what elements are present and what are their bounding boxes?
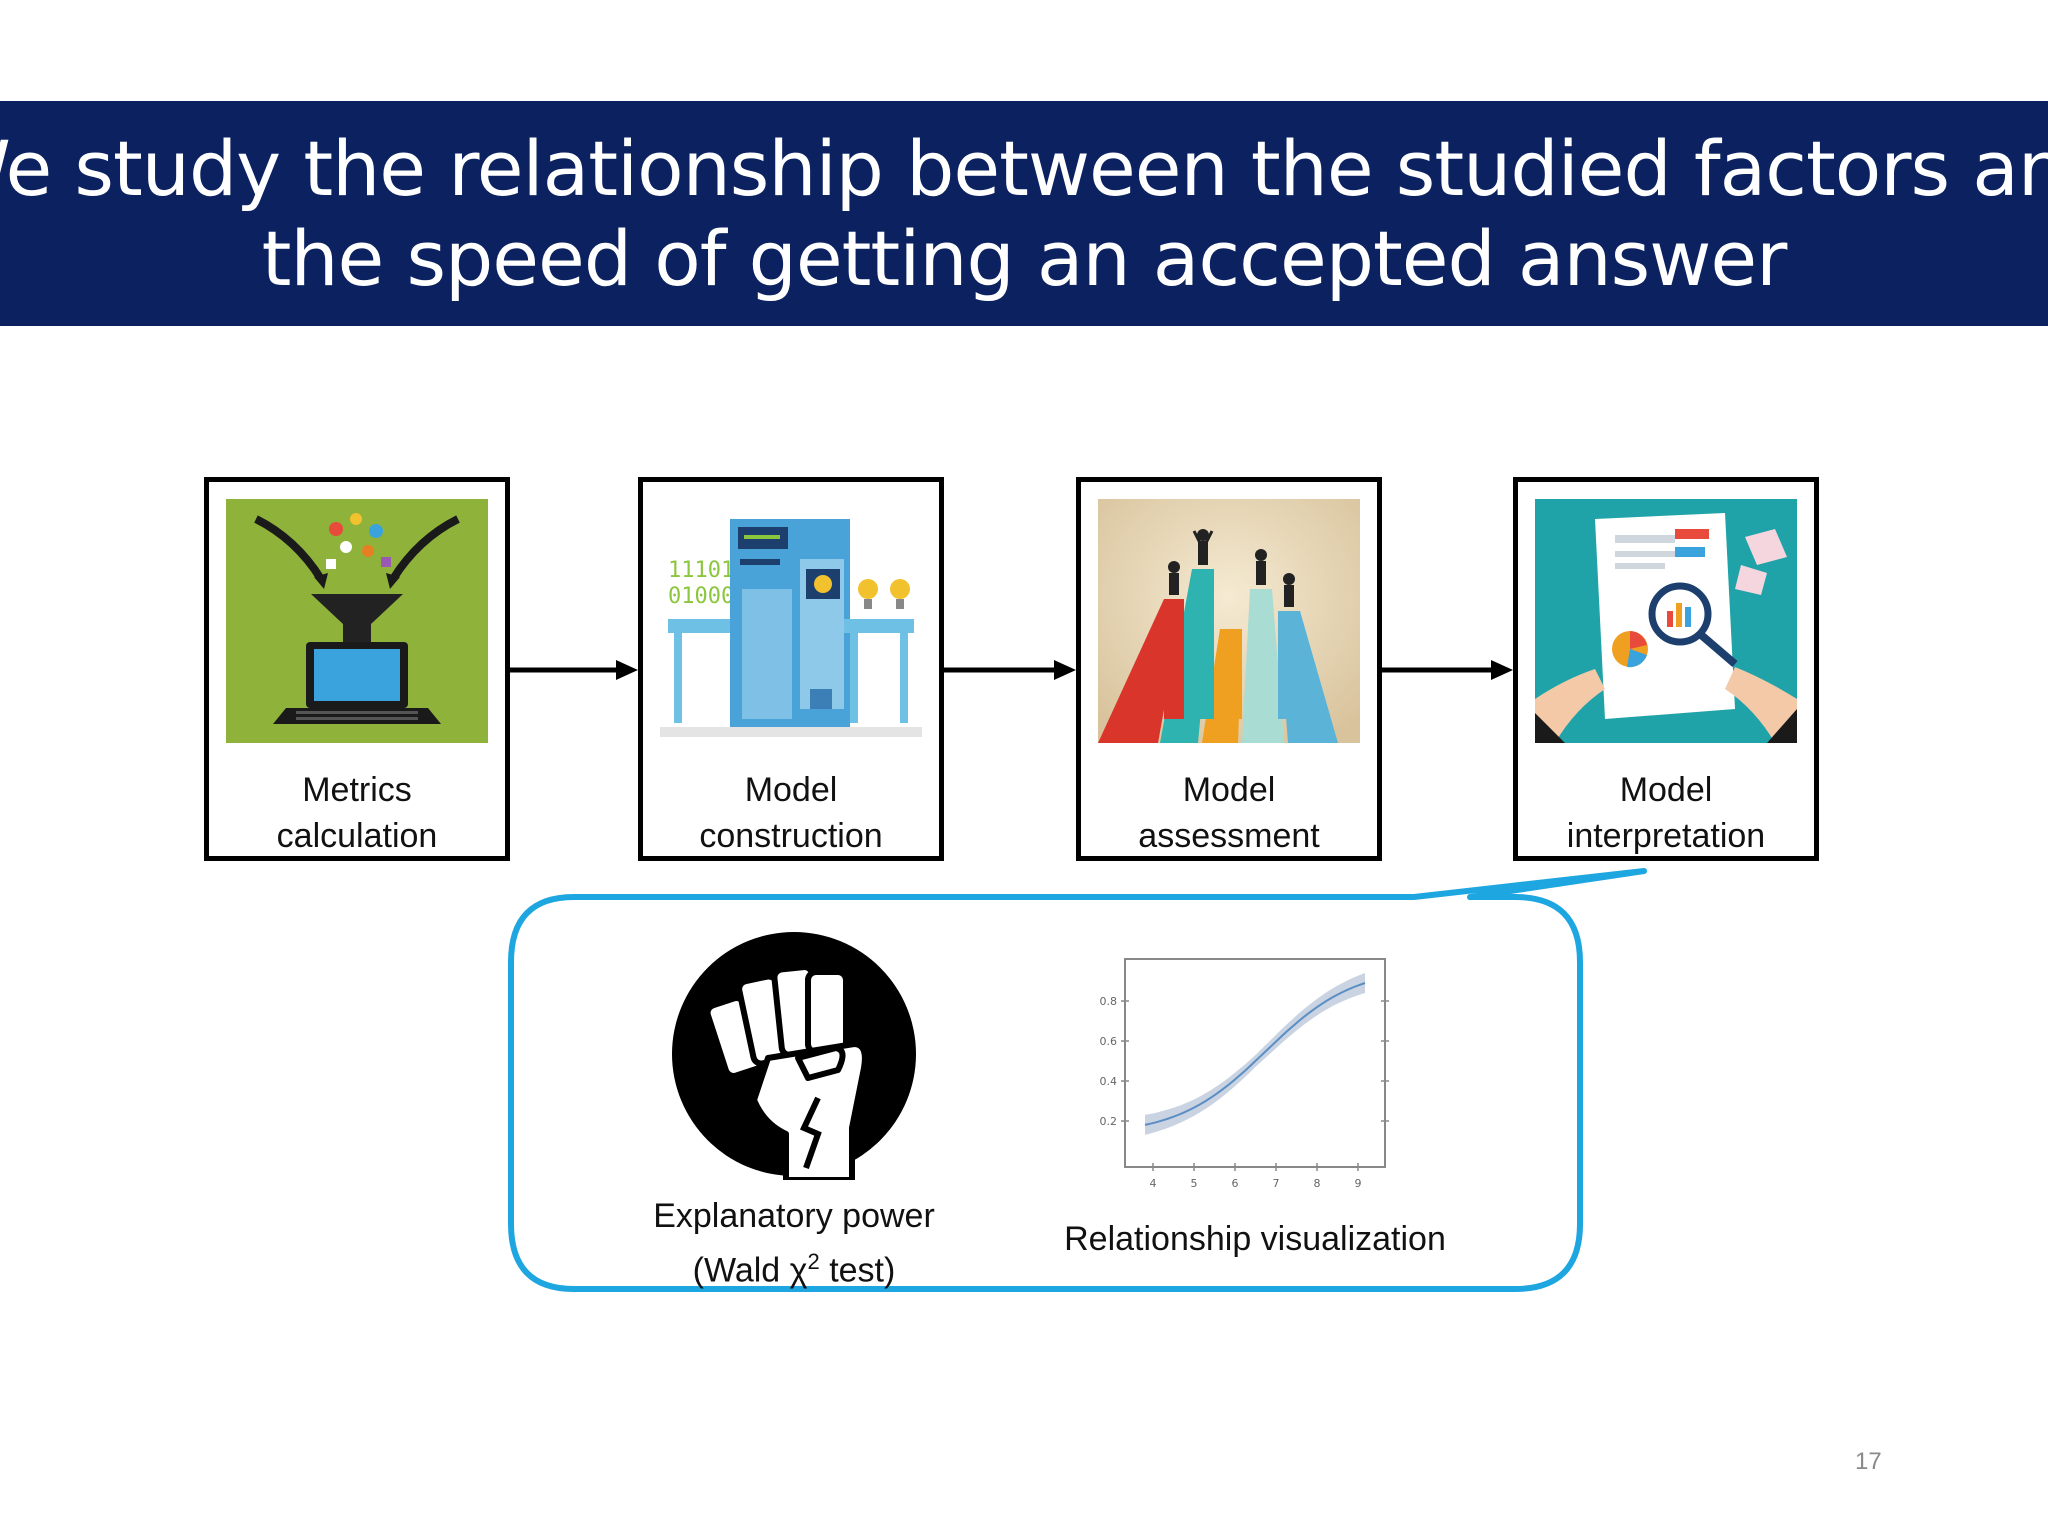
relationship-visualization-label: Relationship visualization bbox=[1064, 1220, 1446, 1258]
funnel-laptop-icon bbox=[226, 499, 488, 743]
podium-bars-icon bbox=[1098, 499, 1360, 743]
arrow-right-icon bbox=[510, 660, 638, 680]
x-tick-label: 5 bbox=[1191, 1177, 1198, 1190]
step-model-interpretation: Model interpretation bbox=[1513, 477, 1819, 861]
line-plot-icon: 0.8 0.6 0.4 0.2 4 5 6 7 8 9 bbox=[1100, 958, 1389, 1190]
arrow-right-icon bbox=[944, 660, 1076, 680]
y-tick-label: 0.2 bbox=[1100, 1115, 1118, 1128]
step-label-line-2: interpretation bbox=[1566, 817, 1766, 855]
binary-row-2: 01000 bbox=[668, 584, 734, 609]
raised-fist-icon bbox=[672, 932, 916, 1180]
fitted-curve bbox=[1144, 982, 1366, 1126]
x-tick-label: 4 bbox=[1150, 1177, 1157, 1190]
x-tick-label: 9 bbox=[1355, 1177, 1362, 1190]
step-label: Model construction bbox=[643, 767, 939, 859]
y-axis-ticks: 0.8 0.6 0.4 0.2 bbox=[1100, 995, 1389, 1128]
wald-prefix: (Wald χ bbox=[692, 1251, 808, 1290]
step-label: Model assessment bbox=[1081, 767, 1377, 859]
explanatory-power-label: Explanatory power (Wald χ2 test) bbox=[604, 1193, 984, 1293]
explanatory-power-line-1: Explanatory power bbox=[653, 1197, 935, 1235]
step-label: Metrics calculation bbox=[209, 767, 505, 859]
wald-superscript: 2 bbox=[807, 1249, 820, 1274]
step-model-construction: 11101 01000 Model construction bbox=[638, 477, 944, 861]
step-label-line-1: Model bbox=[1182, 771, 1276, 809]
page-number: 17 bbox=[1855, 1448, 1882, 1475]
confidence-band bbox=[1145, 973, 1365, 1135]
y-tick-label: 0.4 bbox=[1100, 1075, 1118, 1088]
plot-frame bbox=[1124, 958, 1386, 1168]
magnifier-report-icon bbox=[1535, 499, 1797, 743]
explanatory-power-line-2: (Wald χ2 test) bbox=[604, 1239, 984, 1293]
step-label-line-2: calculation bbox=[276, 817, 438, 855]
machine-icon: 11101 01000 bbox=[660, 499, 922, 743]
step-label: Model interpretation bbox=[1518, 767, 1814, 859]
x-tick-label: 6 bbox=[1232, 1177, 1239, 1190]
x-axis-ticks: 4 5 6 7 8 9 bbox=[1150, 1163, 1362, 1190]
step-label-line-2: construction bbox=[699, 817, 883, 855]
step-model-assessment: Model assessment bbox=[1076, 477, 1382, 861]
step-label-line-1: Model bbox=[744, 771, 838, 809]
title-bar: We study the relationship between the st… bbox=[0, 101, 2048, 326]
binary-row-1: 11101 bbox=[668, 558, 734, 583]
x-tick-label: 7 bbox=[1273, 1177, 1280, 1190]
arrow-right-icon bbox=[1382, 660, 1513, 680]
x-tick-label: 8 bbox=[1314, 1177, 1321, 1190]
step-label-line-1: Metrics bbox=[302, 771, 412, 809]
step-label-line-2: assessment bbox=[1138, 817, 1320, 855]
wald-suffix: test) bbox=[819, 1251, 896, 1290]
y-tick-label: 0.6 bbox=[1100, 1035, 1118, 1048]
slide-title-line-2: the speed of getting an accepted answer bbox=[261, 213, 1788, 303]
slide-title-line-1: We study the relationship between the st… bbox=[0, 123, 2048, 213]
step-metrics-calculation: Metrics calculation bbox=[204, 477, 510, 861]
step-label-line-1: Model bbox=[1619, 771, 1713, 809]
y-tick-label: 0.8 bbox=[1100, 995, 1118, 1008]
